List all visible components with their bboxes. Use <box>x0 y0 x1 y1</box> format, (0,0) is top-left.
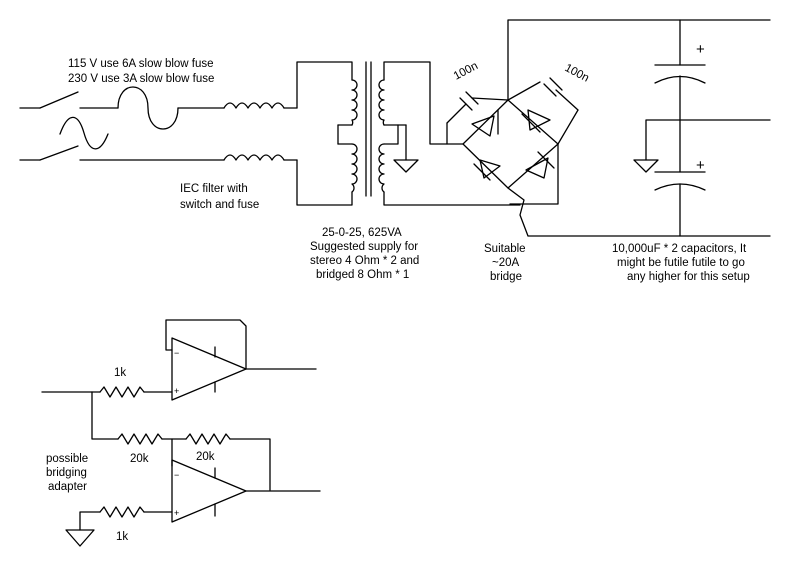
opamp1-minus: − <box>174 348 179 358</box>
fuse-line <box>79 86 298 130</box>
iec-label-line1: IEC filter with <box>180 183 248 195</box>
opamp-icon <box>171 459 247 523</box>
transformer-label-line4: bridged 8 Ohm * 1 <box>316 269 409 281</box>
secondary-coil-icon <box>378 143 385 193</box>
resistor-20k-left-label: 20k <box>130 453 149 465</box>
resistor-icon <box>99 506 145 518</box>
ground-icon <box>393 159 419 173</box>
adapter-label-line2: bridging <box>46 467 87 479</box>
diode-icon <box>473 159 501 181</box>
filter-capacitors: + + <box>633 19 771 237</box>
transformer <box>296 61 521 206</box>
cap-plus-top: + <box>696 41 705 58</box>
bridge-label-line1: Suitable <box>484 243 526 255</box>
caps-label-line1: 10,000uF * 2 capacitors, It <box>612 243 747 255</box>
bridge-label-line3: bridge <box>490 271 522 283</box>
snubber-cap-left-label: 100n <box>452 60 480 83</box>
ac-source-icon <box>59 116 109 150</box>
neutral-line <box>79 154 298 161</box>
resistor-icon <box>117 433 163 445</box>
opamp2-plus: + <box>174 508 179 518</box>
bridging-adapter: − + − + <box>41 319 321 547</box>
secondary-coil-icon <box>378 79 385 126</box>
transformer-label-line3: stereo 4 Ohm * 2 and <box>310 255 419 267</box>
resistor-icon <box>99 386 145 398</box>
diode-icon <box>521 109 551 133</box>
ground-icon <box>65 529 95 547</box>
transformer-label-line1: 25-0-25, 625VA <box>322 227 402 239</box>
caps-label-line3: any higher for this setup <box>627 271 750 283</box>
capacitor-icon <box>549 77 563 91</box>
resistor-icon <box>185 433 231 445</box>
diode-icon <box>525 151 555 179</box>
opamp-icon <box>171 337 247 401</box>
resistor-1k-top-label: 1k <box>114 367 126 379</box>
inductor-icon <box>223 154 285 161</box>
diode-icon <box>471 109 499 137</box>
resistor-20k-right-label: 20k <box>196 451 215 463</box>
adapter-label-line1: possible <box>46 453 88 465</box>
snubber-cap-right-label: 100n <box>563 62 591 85</box>
adapter-label-line3: adapter <box>48 481 87 493</box>
primary-coil-icon <box>351 143 358 193</box>
fuse-230-label: 230 V use 3A slow blow fuse <box>68 73 214 85</box>
resistor-1k-bottom-label: 1k <box>116 531 128 543</box>
iec-label-line2: switch and fuse <box>180 199 259 211</box>
bridge-label-line2: ~20A <box>492 257 520 269</box>
annotations: 115 V use 6A slow blow fuse 230 V use 3A… <box>46 58 750 543</box>
opamp1-plus: + <box>174 386 179 396</box>
transformer-label-line2: Suggested supply for <box>310 241 418 253</box>
fuse-115-label: 115 V use 6A slow blow fuse <box>68 58 214 70</box>
mains-input <box>19 91 109 161</box>
cap-plus-bottom: + <box>696 157 705 174</box>
bridge-rectifier <box>446 19 771 237</box>
inductor-icon <box>223 102 285 109</box>
ground-icon <box>633 159 659 173</box>
fuse-icon <box>117 86 179 130</box>
caps-label-line2: might be futile futile to go <box>617 257 745 269</box>
primary-coil-icon <box>351 79 358 126</box>
capacitor-icon <box>459 97 473 111</box>
capacitor-icon <box>543 83 557 97</box>
opamp2-minus: − <box>174 470 179 480</box>
